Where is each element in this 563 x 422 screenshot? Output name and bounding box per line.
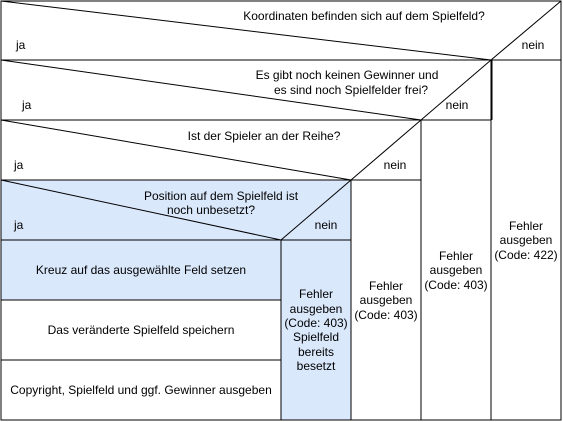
error-occupied-line2: ausgeben bbox=[290, 302, 343, 316]
condition-2-diagonal-left bbox=[0, 59, 422, 121]
condition-2-question-line1: Es gibt noch keinen Gewinner und bbox=[256, 68, 439, 82]
condition-1-yes-label: ja bbox=[15, 38, 26, 52]
condition-1-diagonal-left bbox=[0, 0, 492, 61]
error-turn-line2: ausgeben bbox=[360, 293, 413, 307]
error-occupied-line4: Spielfeld bbox=[293, 330, 339, 344]
condition-3-no-label: nein bbox=[384, 158, 407, 172]
condition-2-diagonal-right bbox=[420, 59, 492, 121]
condition-2-yes-label: ja bbox=[21, 98, 32, 112]
error-game-line1: Fehler bbox=[439, 249, 473, 263]
condition-4-question-line1: Position auf dem Spielfeld ist bbox=[144, 189, 299, 203]
condition-4-diagonal-right bbox=[280, 179, 352, 241]
condition-2-question-line2: es sind noch Spielfelder frei? bbox=[274, 83, 428, 97]
error-occupied-line5: bereits bbox=[298, 345, 334, 359]
action-save-field: Das veränderte Spielfeld speichern bbox=[48, 323, 235, 337]
error-422-line1: Fehler bbox=[509, 219, 543, 233]
error-422-line2: ausgeben bbox=[500, 233, 553, 247]
highlight-action-set-cross bbox=[1, 240, 281, 300]
condition-3-diagonal-right bbox=[350, 119, 422, 181]
condition-1-no-label: nein bbox=[522, 38, 545, 52]
error-game-line2: ausgeben bbox=[430, 263, 483, 277]
error-occupied-line6: besetzt bbox=[297, 359, 336, 373]
error-422-line3: (Code: 422) bbox=[494, 248, 557, 262]
error-occupied-line1: Fehler bbox=[299, 287, 333, 301]
action-set-cross: Kreuz auf das ausgewählte Feld setzen bbox=[36, 263, 246, 277]
error-game-line3: (Code: 403) bbox=[424, 278, 487, 292]
error-occupied-line3: (Code: 403) bbox=[284, 316, 347, 330]
condition-4-question-line2: noch unbesetzt? bbox=[167, 203, 255, 217]
condition-4-yes-label: ja bbox=[13, 218, 24, 232]
error-turn-line3: (Code: 403) bbox=[354, 308, 417, 322]
condition-3-yes-label: ja bbox=[13, 158, 24, 172]
condition-4-diagonal-left bbox=[0, 179, 282, 241]
condition-1-diagonal-right bbox=[490, 0, 562, 61]
condition-2-no-label: nein bbox=[446, 98, 469, 112]
error-turn-line1: Fehler bbox=[369, 279, 403, 293]
condition-3-question: Ist der Spieler an der Reihe? bbox=[188, 129, 341, 143]
condition-4-no-label: nein bbox=[315, 218, 338, 232]
condition-3-diagonal-left bbox=[0, 119, 352, 181]
action-output: Copyright, Spielfeld und ggf. Gewinner a… bbox=[10, 383, 272, 397]
condition-1-question: Koordinaten befinden sich auf dem Spielf… bbox=[243, 9, 485, 23]
highlight-error-occupied bbox=[281, 240, 351, 420]
